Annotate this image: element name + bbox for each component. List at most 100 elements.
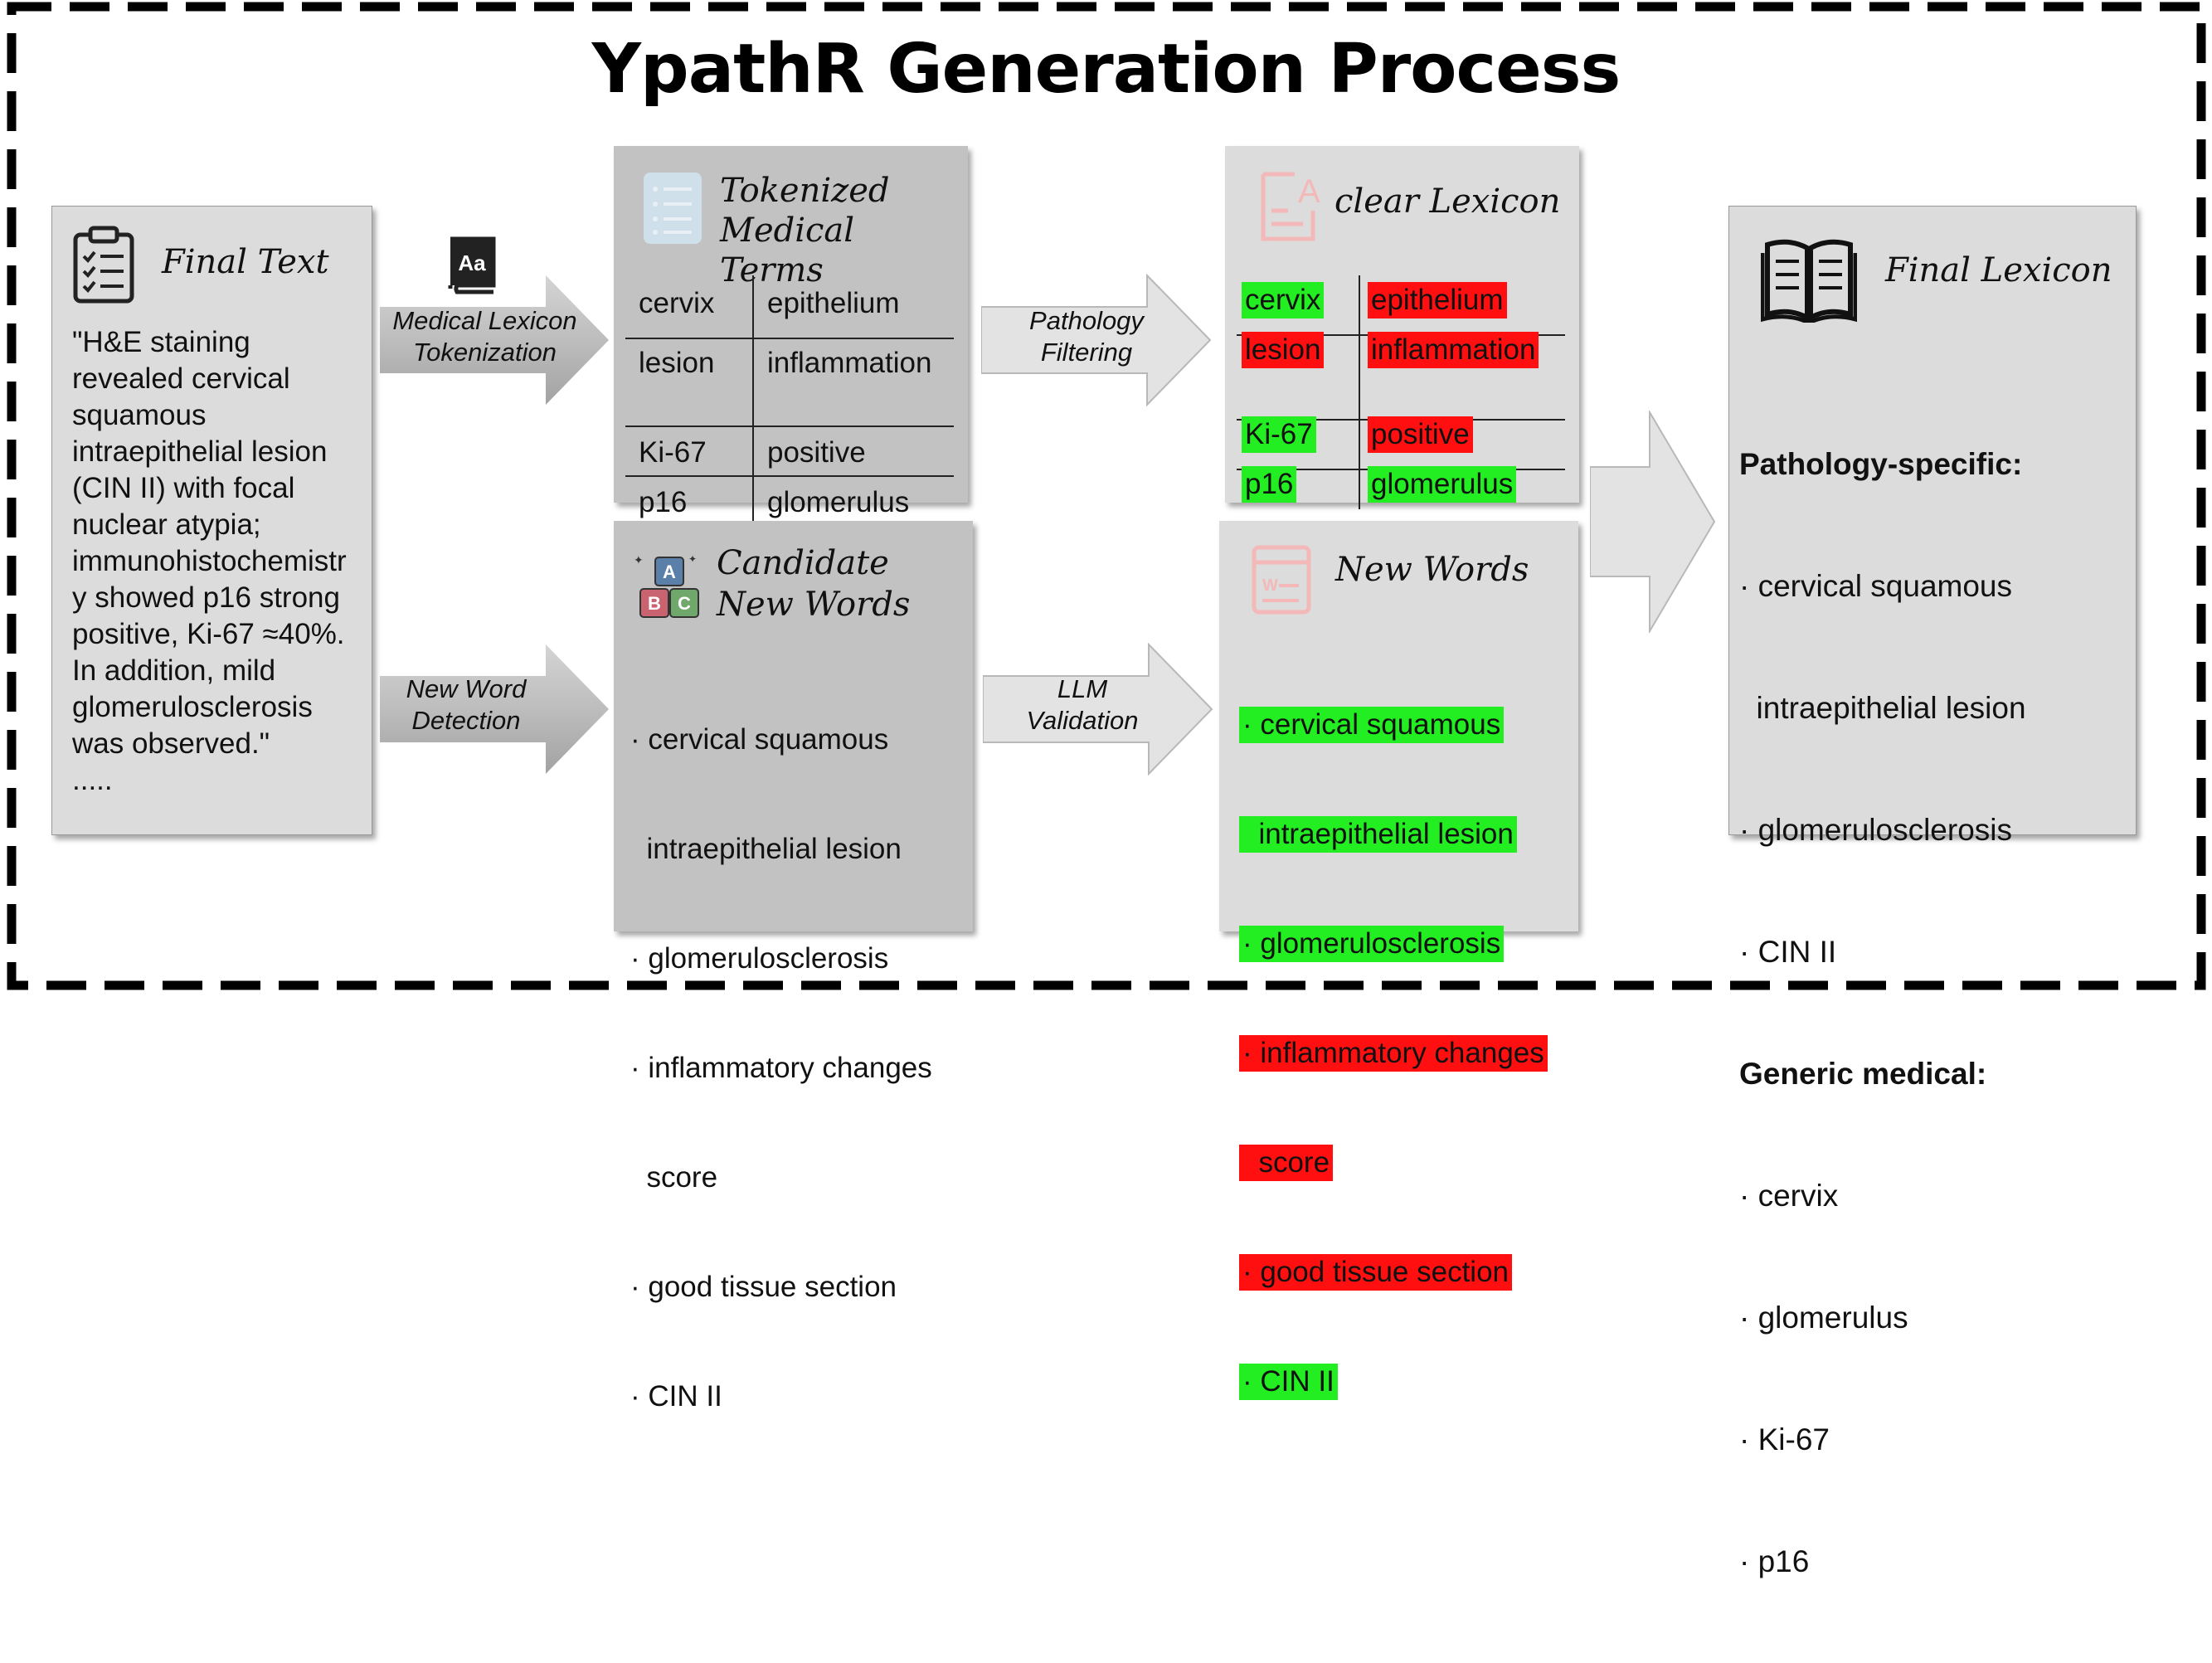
new-word-detection-label: New Word Detection: [383, 673, 549, 737]
list-item: · CIN II: [1739, 935, 1837, 969]
tokenization-label: Medical Lexicon Tokenization: [383, 305, 586, 368]
svg-text:C: C: [678, 593, 691, 614]
candidate-heading: Candidate New Words: [717, 542, 910, 625]
svg-text:A: A: [1298, 173, 1320, 210]
list-item: · cervical squamous: [630, 723, 889, 756]
text-line: squamous: [72, 399, 207, 431]
table-cell: cervix: [1242, 282, 1325, 318]
tokenized-terms-box: Tokenized Medical Terms: [614, 146, 968, 503]
new-words-list: · cervical squamous intraepithelial lesi…: [1239, 634, 1548, 1473]
llm-validation-label: LLM Validation: [995, 673, 1169, 737]
word-document-icon: W: [1252, 545, 1311, 615]
final-lexicon-box: Final Lexicon Pathology-specific: · cerv…: [1728, 206, 2137, 1578]
clear-lexicon-box: A clear Lexicon cervix epithelium lesion…: [1225, 146, 1579, 509]
table-cell: epithelium: [767, 287, 900, 319]
list-item: · CIN II: [630, 1380, 722, 1413]
svg-text:✦: ✦: [634, 553, 644, 566]
text-line: immunohistochemistr: [72, 545, 347, 577]
arrow-label-line: Medical Lexicon: [392, 306, 577, 335]
table-cell: inflammation: [767, 347, 932, 379]
table-cell: positive: [767, 436, 866, 469]
new-word-detection-arrow: [380, 644, 609, 774]
list-item: · glomerulosclerosis: [630, 942, 889, 975]
list-item: · glomerulosclerosis: [1239, 926, 1505, 962]
final-text-heading: Final Text: [162, 243, 329, 281]
list-item: · inflammatory changes: [630, 1052, 932, 1084]
heading-line: Candidate: [717, 544, 889, 582]
list-item: · cervical squamous: [1739, 569, 2013, 603]
list-document-icon: [644, 173, 702, 244]
new-words-box: W New Words · cervical squamous intraepi…: [1219, 521, 1578, 1400]
final-lexicon-heading: Final Lexicon: [1885, 251, 2112, 289]
list-item: intraepithelial lesion: [1239, 816, 1517, 853]
table-cell: epithelium: [1368, 282, 1507, 318]
arrow-label-line: Filtering: [1040, 338, 1133, 367]
svg-text:Aa: Aa: [458, 250, 486, 275]
text-line: glomerulosclerosis: [72, 691, 313, 723]
table-cell: Ki-67: [1242, 416, 1316, 453]
svg-text:✦: ✦: [688, 553, 697, 565]
list-item: · glomerulus: [1739, 1301, 1908, 1335]
arrow-label-line: Validation: [1026, 706, 1139, 735]
text-document-icon: A: [1261, 172, 1320, 241]
list-item: · p16: [1739, 1544, 1810, 1578]
arrow-label-line: LLM: [1057, 674, 1108, 703]
clear-lexicon-heading: clear Lexicon: [1334, 182, 1561, 221]
svg-text:W: W: [1262, 576, 1278, 595]
list-item: intraepithelial lesion: [1739, 691, 2026, 725]
final-lexicon-content: Pathology-specific: · cervical squamous …: [1739, 362, 2026, 1663]
arrow-label-line: Detection: [411, 706, 521, 735]
arrow-label-line: New Word: [406, 674, 527, 703]
table-cell: p16: [639, 486, 688, 518]
table-cell: glomerulus: [1368, 466, 1517, 503]
svg-text:A: A: [663, 562, 676, 582]
text-line: "H&E staining: [72, 326, 250, 358]
dashed-frame: [7, 2, 2206, 990]
list-item: score: [1239, 1145, 1334, 1181]
text-line: intraepithelial lesion: [72, 435, 328, 468]
svg-text:B: B: [648, 593, 661, 614]
list-item: · cervix: [1739, 1179, 1839, 1213]
tokenization-arrow: [380, 275, 609, 405]
table-cell: inflammation: [1368, 332, 1539, 368]
table-cell: Ki-67: [639, 436, 707, 469]
list-item: score: [630, 1161, 718, 1194]
arrow-label-line: Pathology: [1029, 306, 1144, 335]
merge-arrow: [1590, 411, 1716, 633]
arrow-label-line: Tokenization: [413, 338, 557, 367]
table-cell: glomerulus: [767, 486, 910, 518]
table-cell: lesion: [639, 347, 715, 379]
text-line: (CIN II) with focal: [72, 472, 295, 504]
list-item: · glomerulosclerosis: [1739, 813, 2012, 847]
list-item: · inflammatory changes: [1239, 1035, 1548, 1072]
text-line: nuclear atypia;: [72, 508, 261, 541]
tokenized-heading: Tokenized Medical Terms: [720, 171, 968, 290]
candidate-list: · cervical squamous intraepithelial lesi…: [630, 649, 932, 1488]
new-words-heading: New Words: [1335, 551, 1529, 589]
pathology-filtering-label: Pathology Filtering: [995, 305, 1178, 368]
final-text-box: Final Text "H&E staining revealed cervic…: [51, 206, 372, 835]
heading-line: Medical Terms: [720, 212, 855, 289]
list-item: · good tissue section: [630, 1271, 897, 1303]
list-item: · cervical squamous: [1239, 707, 1505, 743]
pathology-specific-header: Pathology-specific:: [1739, 447, 2023, 481]
text-line: .....: [72, 764, 113, 796]
dictionary-book-icon: Aa: [448, 236, 496, 294]
tokenized-table-grid: [625, 275, 954, 536]
list-item: intraepithelial lesion: [630, 833, 902, 865]
final-text-content: "H&E staining revealed cervical squamous…: [72, 324, 371, 799]
generic-medical-header: Generic medical:: [1739, 1057, 1987, 1091]
table-cell: p16: [1242, 466, 1297, 503]
llm-validation-arrow: [983, 643, 1213, 776]
table-cell: lesion: [1242, 332, 1325, 368]
list-item: · CIN II: [1239, 1364, 1338, 1400]
pathology-filtering-arrow: [981, 274, 1212, 406]
table-cell: cervix: [639, 287, 715, 319]
text-line: revealed cervical: [72, 362, 290, 395]
text-line: y showed p16 strong: [72, 581, 340, 614]
heading-line: New Words: [717, 586, 911, 624]
candidate-new-words-box: ✦ ✦ A B C Candidate New Words · cervical…: [614, 521, 973, 1413]
page-title: YpathR Generation Process: [591, 30, 1621, 109]
table-cell: positive: [1368, 416, 1473, 453]
text-line: was observed.": [72, 727, 270, 760]
